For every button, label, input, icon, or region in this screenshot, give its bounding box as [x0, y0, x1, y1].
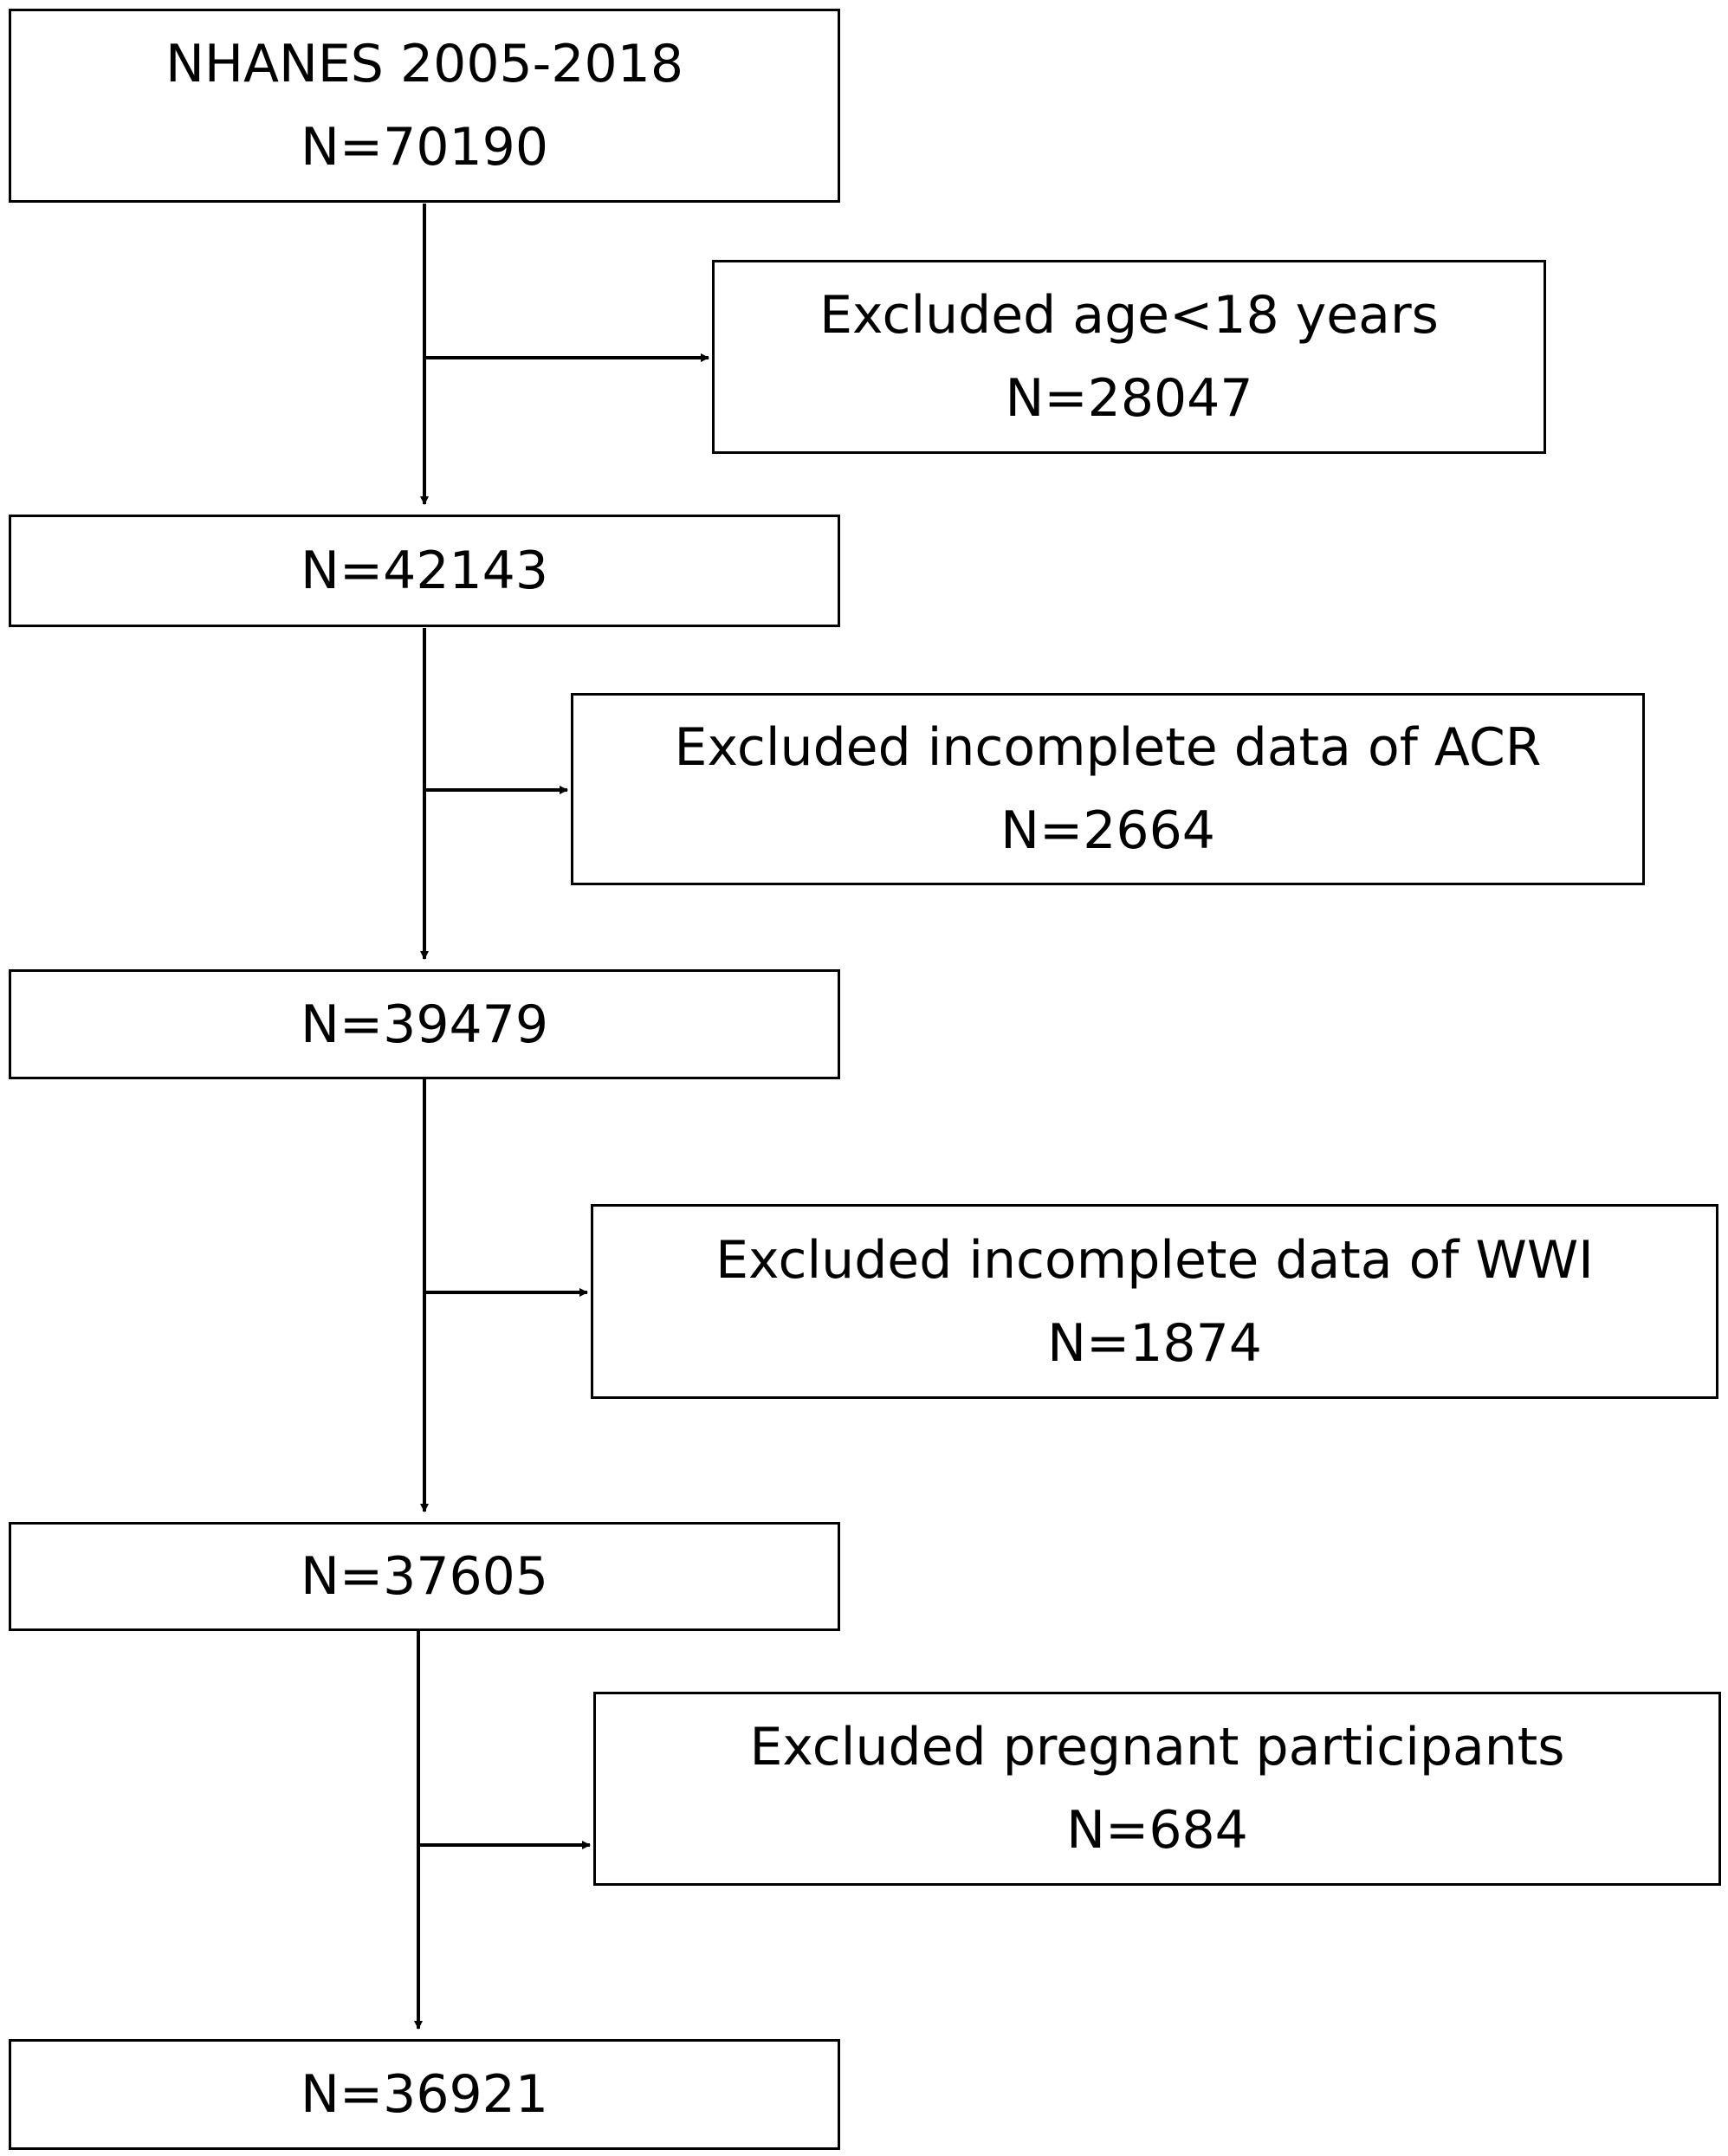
exclusion-pregnant-count: N=684 — [1066, 1800, 1248, 1861]
exclusion-acr-count: N=2664 — [1000, 800, 1215, 861]
step3-count: N=37605 — [300, 1546, 549, 1607]
step1-box: N=42143 — [9, 515, 840, 627]
exclusion-age-label: Excluded age<18 years — [819, 285, 1439, 346]
exclusion-acr-box: Excluded incomplete data of ACR N=2664 — [571, 693, 1645, 885]
exclusion-age-count: N=28047 — [1005, 368, 1253, 429]
exclusion-wwi-label: Excluded incomplete data of WWI — [715, 1229, 1594, 1291]
step1-count: N=42143 — [300, 541, 549, 601]
step2-box: N=39479 — [9, 969, 840, 1079]
start-title: NHANES 2005-2018 — [165, 34, 684, 94]
final-count: N=36921 — [300, 2064, 549, 2125]
step3-box: N=37605 — [9, 1522, 840, 1631]
exclusion-wwi-box: Excluded incomplete data of WWI N=1874 — [591, 1204, 1718, 1399]
start-box: NHANES 2005-2018 N=70190 — [9, 9, 840, 203]
exclusion-wwi-count: N=1874 — [1047, 1312, 1262, 1374]
exclusion-pregnant-box: Excluded pregnant participants N=684 — [593, 1692, 1721, 1886]
start-count: N=70190 — [300, 117, 549, 178]
exclusion-age-box: Excluded age<18 years N=28047 — [712, 260, 1546, 454]
exclusion-pregnant-label: Excluded pregnant participants — [749, 1717, 1565, 1777]
final-box: N=36921 — [9, 2039, 840, 2150]
exclusion-acr-label: Excluded incomplete data of ACR — [674, 717, 1542, 778]
step2-count: N=39479 — [300, 994, 549, 1055]
